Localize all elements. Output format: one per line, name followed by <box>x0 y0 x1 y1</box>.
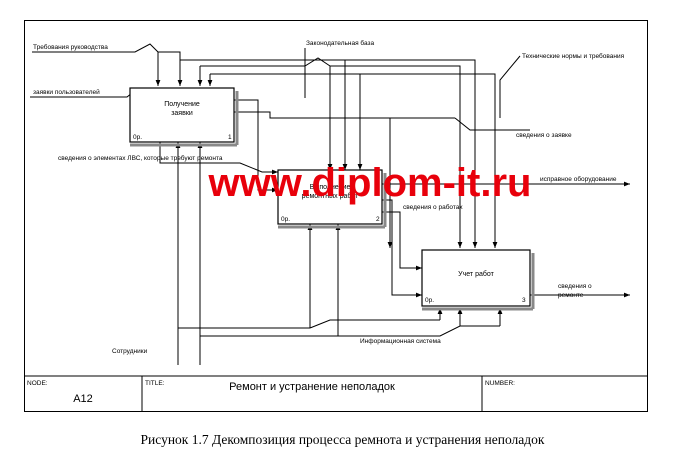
node-value: A12 <box>73 393 93 405</box>
label-user-requests: заявки пользователей <box>33 88 100 96</box>
box-1-title-line-1: Получение <box>164 101 200 108</box>
box-2-cost: 0р. <box>281 216 290 223</box>
box-2-title-line-1: Выполнение <box>310 184 351 191</box>
label-repair-info-line-1: сведения о <box>558 283 592 290</box>
label-lan-info: сведения о элементах ЛВС, которые требую… <box>58 154 223 162</box>
arrow-labels: Требования руководства Законодательная б… <box>33 39 625 355</box>
box-1-cost: 0р. <box>133 134 142 141</box>
watermark: www.diplom-it.ru <box>208 161 532 205</box>
box-3-cost: 0р. <box>425 297 434 304</box>
box-1-title-line-2: заявки <box>171 110 193 117</box>
diagram-title: Ремонт и устранение неполадок <box>229 381 395 393</box>
label-repair-info-line-2: ремонте <box>558 292 584 299</box>
label-legislation: Законодательная база <box>306 39 375 47</box>
label-fixed-equipment: исправное оборудование <box>540 175 617 183</box>
title-label: TITLE: <box>145 380 165 387</box>
node-label: NODE: <box>27 380 48 387</box>
activity-box-1[interactable]: Получение заявки 0р. 1 <box>129 87 239 147</box>
activity-box-2[interactable]: Выполнение ремонтных работ 0р. 2 <box>277 169 387 229</box>
label-request-info: сведения о заявке <box>516 132 572 139</box>
label-info-system: Информационная система <box>360 338 441 345</box>
activity-box-3[interactable]: Учет работ 0р. 3 <box>421 249 535 311</box>
arrow-lines <box>30 43 630 365</box>
box-3-number: 3 <box>522 297 526 304</box>
box-1-number: 1 <box>228 134 232 141</box>
diagram-frame <box>24 20 648 412</box>
box-2-title-line-2: ремонтных работ <box>302 192 359 200</box>
title-block: NODE: A12 TITLE: Ремонт и устранение неп… <box>24 375 648 412</box>
label-staff: Сотрудники <box>112 348 148 355</box>
box-2-number: 2 <box>376 216 380 223</box>
box-3-title: Учет работ <box>458 270 494 278</box>
label-tech-norms: Технические нормы и требования <box>522 52 625 60</box>
label-req-mgmt: Требования руководства <box>33 43 108 51</box>
label-work-info: сведения о работах <box>403 203 463 211</box>
figure-caption: Рисунок 1.7 Декомпозиция процесса ремнот… <box>140 432 545 447</box>
number-label: NUMBER: <box>485 380 515 387</box>
